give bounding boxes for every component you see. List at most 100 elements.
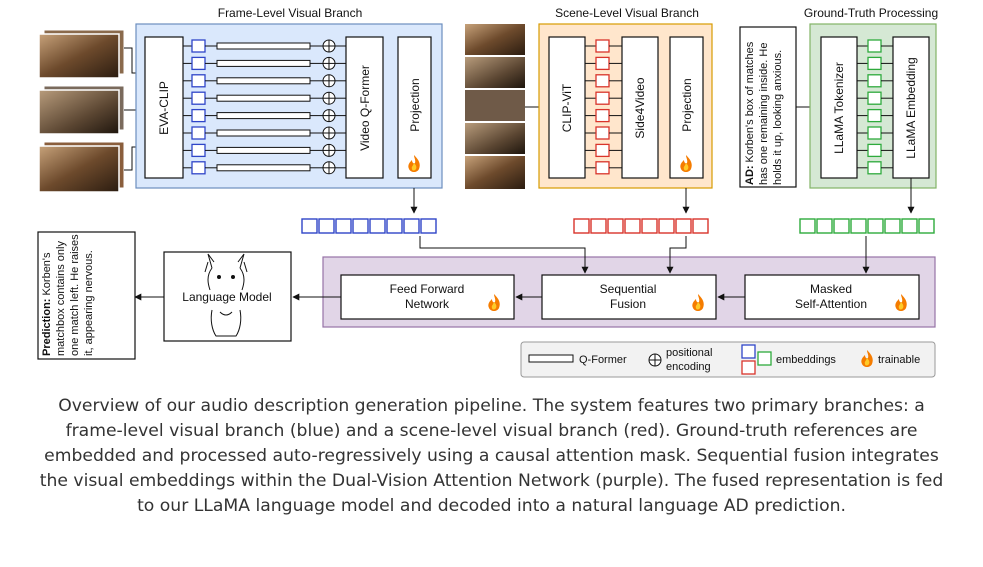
prediction-line-2: matchbox contains only: [55, 241, 67, 356]
svg-text:AD:Korben's box of matches: AD: Korben's box of matches: [744, 41, 756, 185]
legend-blue-swatch: [741, 344, 756, 359]
embedding-token: [403, 218, 420, 234]
frame-token: [191, 91, 206, 105]
embedding-token: [641, 218, 658, 234]
language-model-label: Language Model: [182, 290, 271, 304]
ffn-block: [340, 274, 515, 320]
flame-icon: [680, 155, 692, 172]
legend-red-swatch: [741, 360, 756, 375]
positional-encoding-icon: [648, 353, 662, 367]
pipeline-diagram: Frame-Level Visual Branch Scene-Level Vi…: [37, 6, 938, 378]
embedding-token: [318, 218, 335, 234]
qformer-bar: [216, 94, 311, 102]
embedding-token: [573, 218, 590, 234]
embedding-token: [850, 218, 867, 234]
scene-token-rows: [585, 39, 622, 175]
frame-token: [191, 56, 206, 71]
ad-text-line-1: Korben's box of matches: [744, 41, 756, 162]
embedding-token: [918, 218, 935, 234]
scene-branch-title: Scene-Level Visual Branch: [555, 6, 699, 20]
frame-token: [191, 74, 206, 88]
embedding-token: [301, 218, 318, 234]
side4video-label: Side4Video: [633, 77, 647, 138]
flame-icon: [692, 294, 704, 311]
ffn-label-line-1: Feed Forward: [390, 282, 465, 296]
ad-text-line-3: holds it up, looking anxious.: [772, 50, 784, 185]
frame-token: [191, 161, 206, 175]
gt-token: [867, 161, 882, 175]
embedding-token: [607, 218, 624, 234]
embedding-token: [816, 218, 833, 234]
video-qformer-label: Video Q-Former: [358, 65, 372, 151]
scene-embedding-tokens: [573, 218, 709, 234]
video-qformer-block: [345, 36, 384, 179]
clip-vit-block: [548, 36, 586, 179]
masked-attention-block: [744, 274, 920, 320]
prediction-line-1: Korben's: [41, 252, 53, 296]
embedding-token: [335, 218, 352, 234]
embedding-token: [799, 218, 816, 234]
llama-tokenizer-label: LLaMA Tokenizer: [832, 62, 846, 154]
legend-positional-line-2: encoding: [666, 361, 711, 373]
embedding-token: [867, 218, 884, 234]
gt-token: [867, 126, 882, 140]
prediction-text-group: Prediction: Korben's matchbox contains on…: [41, 234, 95, 356]
embedding-token: [386, 218, 403, 234]
frame-thumbnails: [38, 29, 125, 193]
llama-embedding-block: [892, 36, 930, 179]
embedding-token: [901, 218, 918, 234]
scene-projection-label: Projection: [680, 78, 694, 131]
scene-token: [595, 126, 610, 140]
legend-green-swatch: [757, 351, 772, 366]
language-model-block: [163, 251, 292, 342]
frame-projection-label: Projection: [408, 78, 422, 131]
eva-clip-label: EVA-CLIP: [157, 81, 171, 135]
ad-text-line-2: has one remaining inside. He: [758, 43, 770, 185]
qformer-bar: [216, 164, 311, 172]
qformer-bar: [216, 59, 311, 67]
embedding-token: [624, 218, 641, 234]
scene-token: [595, 91, 610, 105]
embedding-token: [590, 218, 607, 234]
frame-embedding-tokens: [301, 218, 437, 234]
side4video-block: [621, 36, 659, 179]
ad-text-group: AD: Korben's box of matches has one remai…: [744, 41, 784, 185]
ad-label: AD:: [744, 165, 756, 185]
prediction-line-4: it, appearing nervous.: [83, 250, 95, 356]
ffn-label-line-2: Network: [405, 297, 450, 311]
embedding-token: [884, 218, 901, 234]
prediction-line-3: one match left. He raises: [69, 234, 81, 356]
qformer-bar: [216, 146, 311, 154]
legend-box: [520, 341, 936, 378]
prediction-label: Prediction:: [41, 299, 53, 356]
gt-token-rows: [857, 39, 893, 175]
scene-token: [595, 74, 610, 88]
flame-icon: [488, 294, 500, 311]
legend-embeddings-label: embeddings: [776, 354, 836, 366]
gt-embedding-tokens: [799, 218, 935, 234]
scene-thumbnails: [465, 24, 525, 189]
embedding-token: [658, 218, 675, 234]
qformer-bar: [216, 77, 311, 85]
scene-token: [595, 108, 610, 123]
eva-clip-block: [144, 36, 184, 179]
qformer-bar: [216, 42, 311, 50]
scene-token: [595, 143, 610, 158]
gt-token: [867, 39, 882, 53]
embedding-token: [369, 218, 386, 234]
embedding-token: [420, 218, 437, 234]
fusion-label-line-1: Sequential: [600, 282, 657, 296]
qformer-bar: [216, 112, 311, 120]
frame-token: [191, 143, 206, 158]
legend-qformer-label: Q-Former: [579, 354, 627, 366]
scene-token: [595, 161, 610, 175]
gt-token: [867, 74, 882, 88]
frame-token: [191, 126, 206, 140]
qformer-bar: [216, 129, 311, 137]
legend-qformer-swatch: [528, 354, 574, 363]
flame-icon: [408, 155, 420, 172]
flame-icon: [895, 294, 907, 311]
frame-branch-panel: [135, 23, 443, 189]
sequential-fusion-block: [541, 274, 717, 320]
llama-icon: [204, 253, 248, 337]
